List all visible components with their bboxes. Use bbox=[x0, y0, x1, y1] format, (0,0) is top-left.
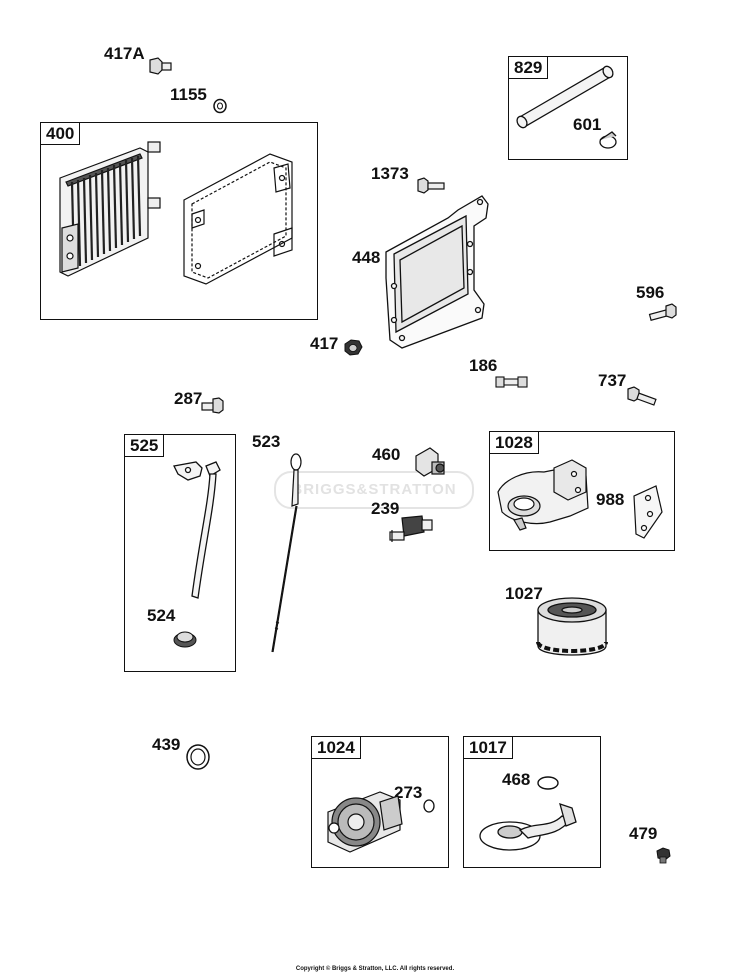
part-label-448[interactable]: 448 bbox=[352, 248, 381, 267]
part-label-417[interactable]: 417 bbox=[310, 334, 339, 353]
copyright-notice: Copyright © Briggs & Stratton, LLC. All … bbox=[295, 966, 455, 972]
part-523-dipstick-drawing[interactable] bbox=[266, 452, 308, 658]
part-label-273[interactable]: 273 bbox=[394, 783, 423, 802]
part-287-plug-drawing[interactable] bbox=[200, 396, 226, 416]
part-417A-screw-drawing[interactable] bbox=[148, 56, 174, 78]
kit-number-1028[interactable]: 1028 bbox=[489, 431, 539, 454]
kit-box-1028: 1028 bbox=[489, 431, 675, 551]
kit-number-525[interactable]: 525 bbox=[124, 434, 165, 457]
kit-box-525: 525 bbox=[124, 434, 236, 672]
part-439-o-ring-drawing[interactable] bbox=[184, 742, 212, 772]
part-1024-oil-pump-drawing[interactable] bbox=[320, 782, 406, 860]
part-829-tube-drawing[interactable] bbox=[512, 62, 624, 154]
part-label-1373[interactable]: 1373 bbox=[371, 164, 409, 183]
kit-box-1017: 1017 bbox=[463, 736, 601, 868]
part-186-fitting-drawing[interactable] bbox=[494, 373, 530, 391]
part-label-988[interactable]: 988 bbox=[596, 490, 625, 509]
part-label-479[interactable]: 479 bbox=[629, 824, 658, 843]
part-273-o-ring-drawing[interactable] bbox=[422, 798, 436, 814]
kit-box-400: 400 bbox=[40, 122, 318, 320]
kit-number-1017[interactable]: 1017 bbox=[463, 736, 513, 759]
part-label-1027[interactable]: 1027 bbox=[505, 584, 543, 603]
part-label-737[interactable]: 737 bbox=[598, 371, 627, 390]
kit-number-829[interactable]: 829 bbox=[508, 56, 549, 79]
part-525-tube-drawing[interactable] bbox=[170, 456, 230, 604]
part-737-screw-drawing[interactable] bbox=[626, 385, 660, 411]
kit-box-1024: 1024 bbox=[311, 736, 449, 868]
part-label-523[interactable]: 523 bbox=[252, 432, 281, 451]
part-label-1155[interactable]: 1155 bbox=[170, 85, 207, 104]
part-479-screw-drawing[interactable] bbox=[654, 845, 674, 865]
part-1017-pickup-drawing[interactable] bbox=[476, 800, 586, 858]
part-label-601[interactable]: 601 bbox=[573, 115, 602, 134]
part-400-oil-cooler-drawing[interactable] bbox=[52, 138, 308, 308]
part-label-417A[interactable]: 417A bbox=[104, 44, 145, 63]
part-label-287[interactable]: 287 bbox=[174, 389, 203, 408]
part-1027-oil-filter-drawing[interactable] bbox=[528, 592, 616, 666]
part-1028-adapter-drawing[interactable] bbox=[494, 456, 668, 544]
part-417-nut-drawing[interactable] bbox=[342, 338, 364, 358]
part-label-239[interactable]: 239 bbox=[371, 499, 400, 518]
kit-number-1024[interactable]: 1024 bbox=[311, 736, 361, 759]
part-596-screw-drawing[interactable] bbox=[648, 302, 678, 324]
part-label-596[interactable]: 596 bbox=[636, 283, 665, 302]
kit-box-829: 829 bbox=[508, 56, 628, 160]
brand-watermark: BRIGGS&STRATTON bbox=[274, 471, 474, 509]
part-label-468[interactable]: 468 bbox=[502, 770, 531, 789]
part-239-switch-drawing[interactable] bbox=[386, 512, 438, 548]
kit-number-400[interactable]: 400 bbox=[40, 122, 81, 145]
part-label-439[interactable]: 439 bbox=[152, 735, 181, 754]
part-label-460[interactable]: 460 bbox=[372, 445, 401, 464]
part-468-o-ring-drawing[interactable] bbox=[536, 774, 560, 792]
part-448-bracket-drawing[interactable] bbox=[378, 190, 492, 350]
part-1373-screw-drawing[interactable] bbox=[416, 176, 446, 196]
part-label-186[interactable]: 186 bbox=[469, 356, 498, 375]
part-524-grommet-drawing[interactable] bbox=[172, 628, 198, 648]
part-1155-washer-drawing[interactable] bbox=[212, 98, 228, 114]
part-460-elbow-drawing[interactable] bbox=[412, 446, 448, 480]
part-label-524[interactable]: 524 bbox=[147, 606, 176, 625]
